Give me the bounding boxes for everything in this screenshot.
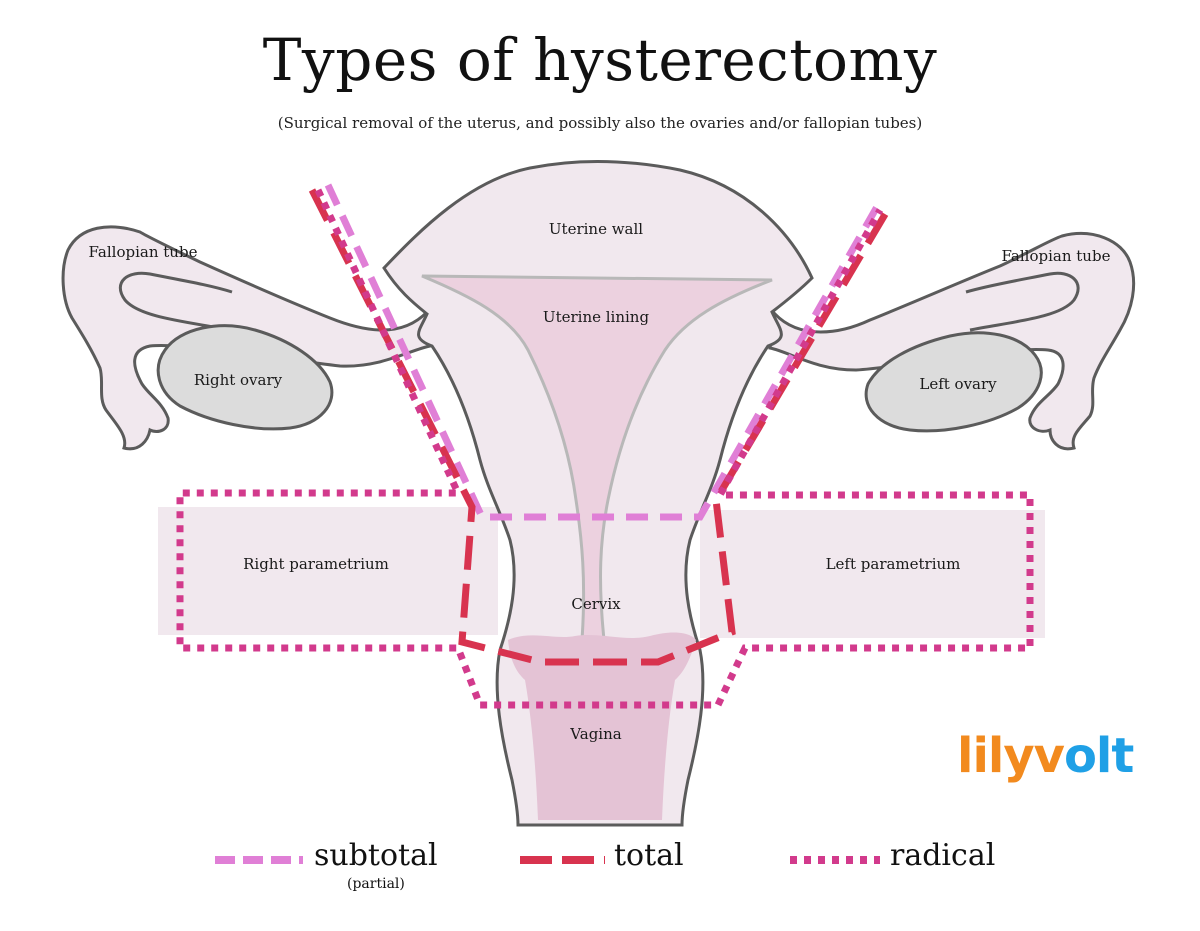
left-parametrium-band xyxy=(700,510,1045,638)
label-uterine-lining: Uterine lining xyxy=(542,308,650,326)
label-cervix: Cervix xyxy=(571,595,621,613)
legend-subtotal-label: subtotal xyxy=(314,838,438,873)
page-subtitle: (Surgical removal of the uterus, and pos… xyxy=(277,114,923,132)
radical-cut-path xyxy=(176,188,1034,709)
label-left-parametrium: Left parametrium xyxy=(825,555,961,573)
label-right-parametrium: Right parametrium xyxy=(243,555,389,573)
right-ovary-shape xyxy=(156,324,334,431)
page-title: Types of hysterectomy xyxy=(262,26,938,94)
label-vagina: Vagina xyxy=(570,725,622,743)
vagina-shape xyxy=(508,632,696,820)
label-uterine-wall: Uterine wall xyxy=(548,220,644,238)
logo-part-olt: olt xyxy=(1063,728,1134,784)
label-fallopian-tube-right: Fallopian tube xyxy=(88,243,198,261)
subtotal-cut-path xyxy=(324,183,886,521)
total-cut-path xyxy=(308,188,894,666)
total-cut-lines xyxy=(308,188,894,666)
logo-part-lily: lily xyxy=(957,728,1035,784)
legend-radical-label: radical xyxy=(890,838,996,873)
radical-cut-lines xyxy=(176,188,1034,709)
left-ovary-shape xyxy=(864,331,1043,433)
right-parametrium-band xyxy=(158,507,498,635)
right-tube-inner-loop xyxy=(118,271,233,332)
legend-subtotal-note: (partial) xyxy=(347,876,405,892)
label-fallopian-tube-left: Fallopian tube xyxy=(1001,247,1111,265)
legend-total-label: total xyxy=(614,838,684,873)
left-tube-inner-loop xyxy=(965,271,1080,332)
lilyvolt-logo: lilyvolt xyxy=(957,728,1134,784)
label-right-ovary: Right ovary xyxy=(193,371,283,389)
subtotal-cut-lines xyxy=(324,183,886,521)
logo-part-v: v xyxy=(1033,728,1065,784)
label-left-ovary: Left ovary xyxy=(919,375,997,393)
